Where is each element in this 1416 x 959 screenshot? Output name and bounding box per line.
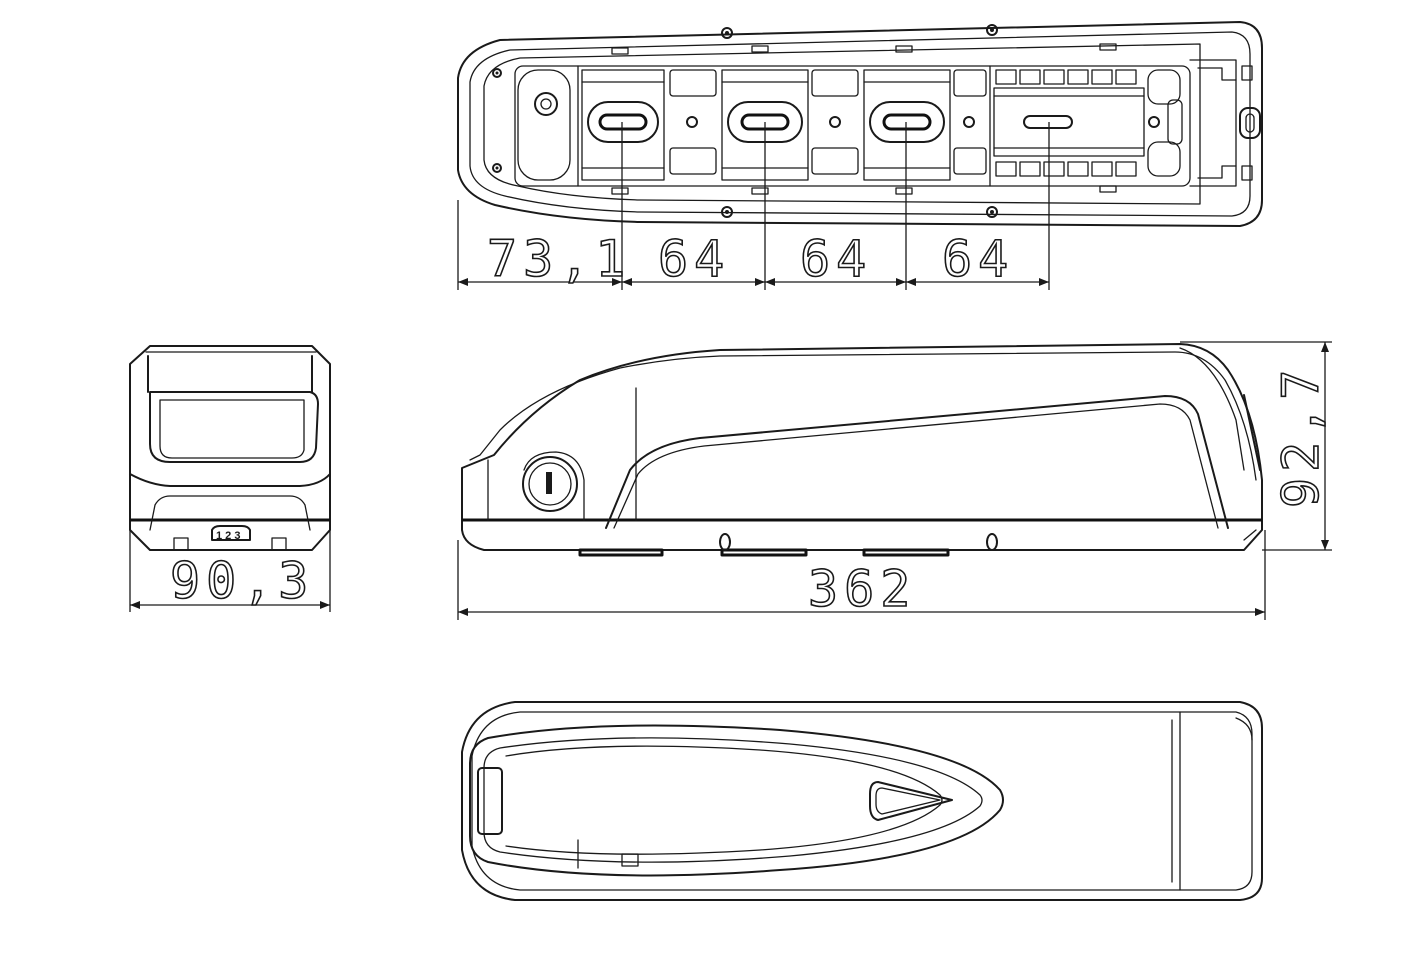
top-view bbox=[461, 701, 1263, 901]
dim-pitch-1: 64 bbox=[658, 230, 730, 288]
bottom-dimensions: 73,1 64 64 64 bbox=[457, 122, 1050, 290]
dim-pitch-3: 64 bbox=[942, 230, 1014, 288]
end-view: 1 2 3 bbox=[129, 345, 331, 551]
dim-height: 92,7 bbox=[1272, 364, 1330, 508]
bottom-view bbox=[457, 21, 1263, 227]
connector-pin-label: 1 2 3 bbox=[216, 530, 240, 542]
width-dimension: 90,3 bbox=[129, 530, 331, 612]
triangle-release-icon bbox=[869, 781, 953, 821]
height-dimension: 92,7 bbox=[1180, 341, 1332, 551]
mount-feet bbox=[578, 533, 998, 557]
dim-width: 90,3 bbox=[170, 552, 314, 610]
mount-rail bbox=[993, 69, 1183, 177]
mount-slot-1 bbox=[581, 69, 665, 181]
length-dimension: 362 bbox=[457, 530, 1266, 620]
dim-length: 362 bbox=[808, 560, 916, 618]
dim-pitch-2: 64 bbox=[800, 230, 872, 288]
mount-slot-3 bbox=[863, 69, 951, 181]
side-view bbox=[461, 343, 1263, 557]
connector-end bbox=[1189, 59, 1261, 187]
lock-icon bbox=[522, 456, 578, 512]
dim-first-pitch: 73,1 bbox=[487, 230, 631, 288]
